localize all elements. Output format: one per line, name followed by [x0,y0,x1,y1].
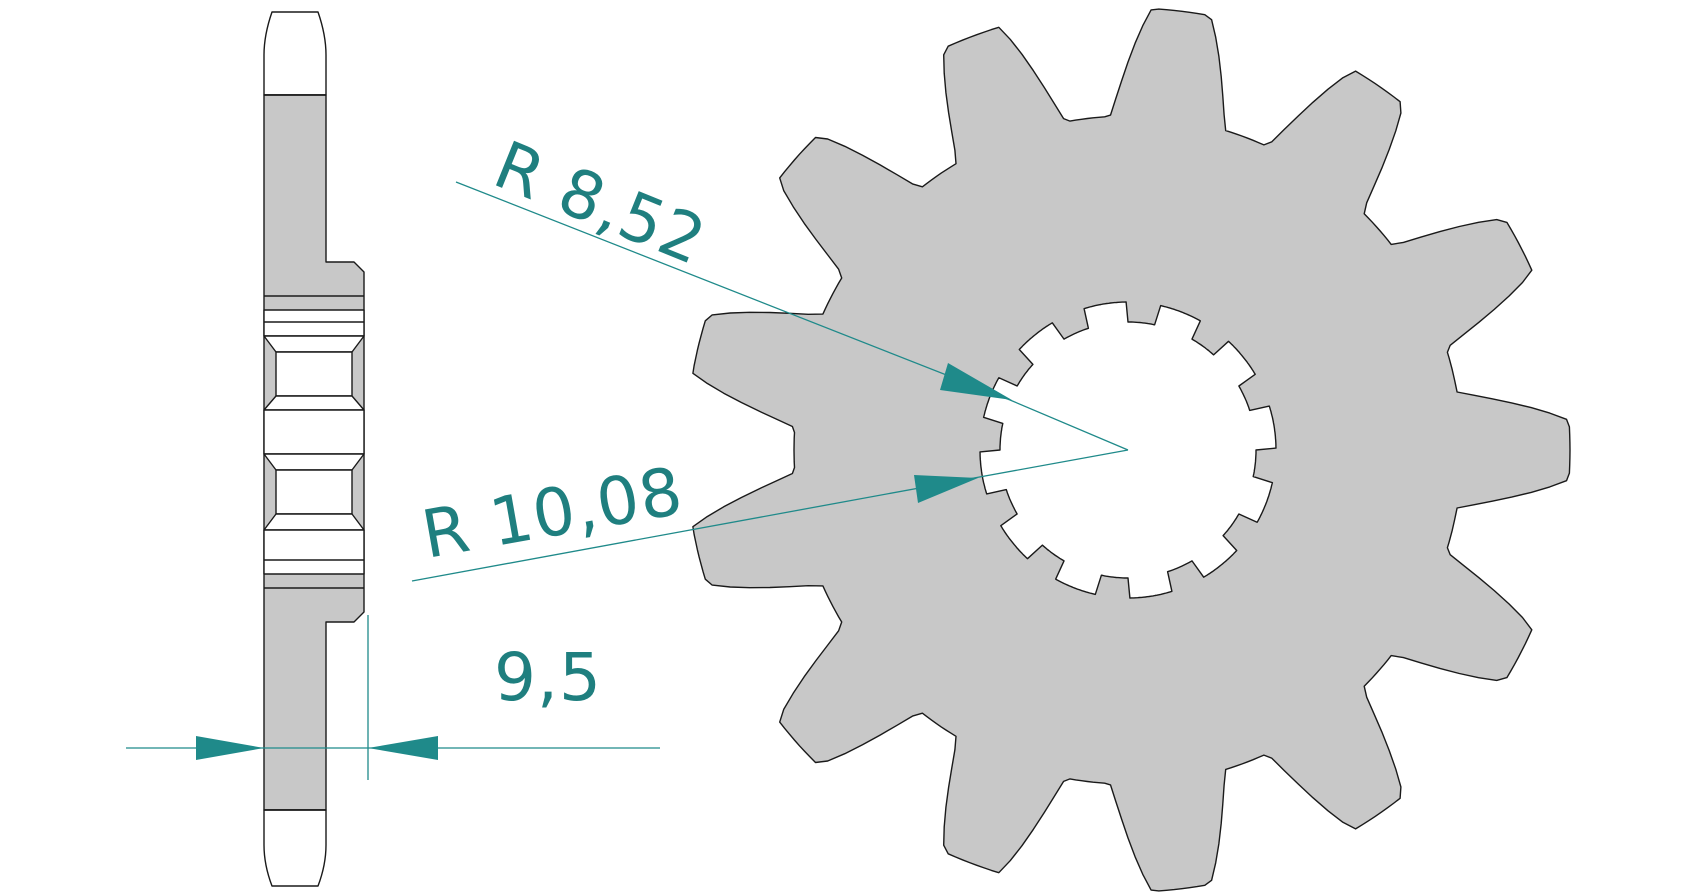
width-dimension: 9,5 [126,615,660,780]
width-arrow-left [196,736,264,760]
sprocket-side-view [263,11,365,887]
width-arrow-right [368,736,438,760]
radius-inner-label: R 8,52 [484,126,717,280]
sprocket-outline [692,8,1571,892]
radius-outer-leader [411,477,975,582]
radius-inner-line [1009,399,1129,451]
side-hub-splines [263,295,365,589]
radius-outer-line [973,449,1129,479]
radius-outer-arrow [914,475,978,503]
radius-inner-arrow [940,363,1012,400]
width-label: 9,5 [494,639,602,716]
sprocket-front-view [692,8,1571,892]
side-tooth-tip-top [263,11,327,96]
side-tooth-tip-bottom [263,809,327,887]
radius-inner-leader [455,181,1011,401]
